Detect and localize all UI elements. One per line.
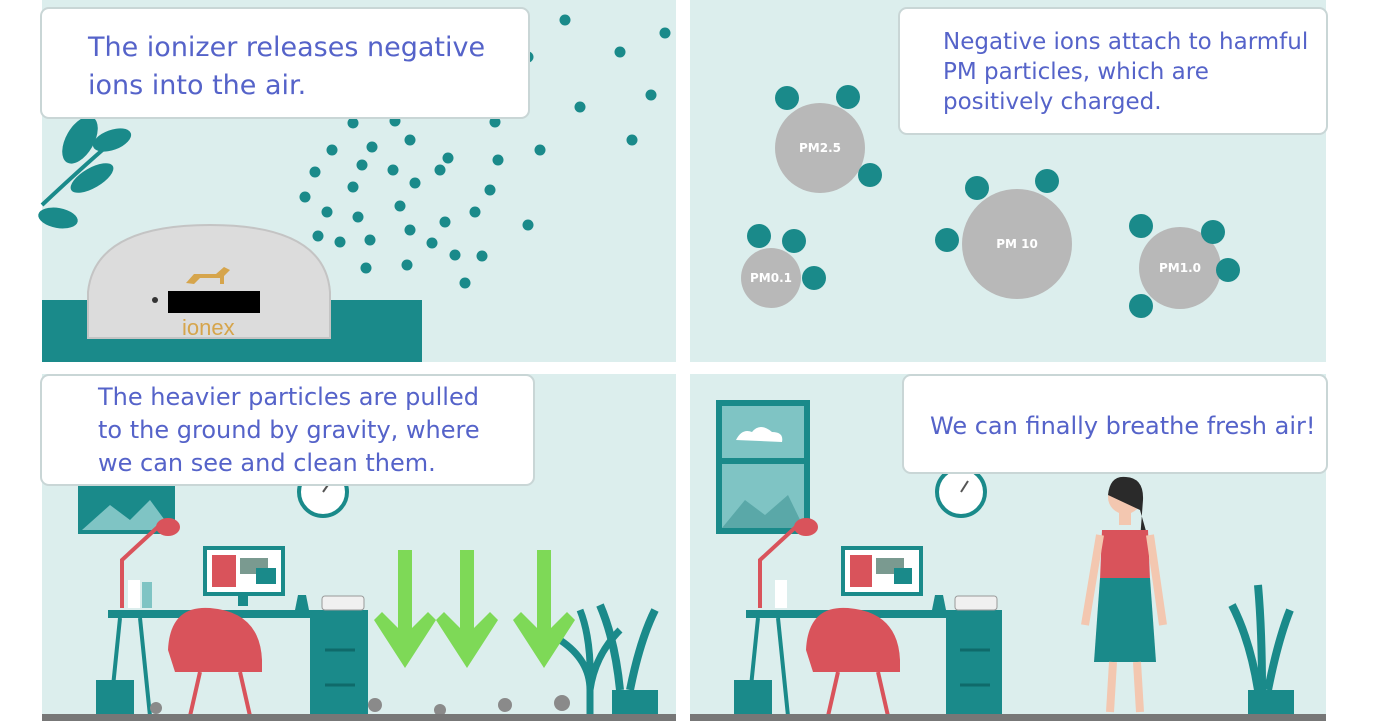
ionizer-device: ionex xyxy=(87,223,331,340)
ion-dot xyxy=(476,250,488,262)
ion-dot xyxy=(347,117,359,129)
ion-dot xyxy=(534,144,546,156)
ion-dot xyxy=(299,191,311,203)
plant-icon-2 xyxy=(1228,584,1294,691)
caption-line: Negative ions attach to harmful xyxy=(943,29,1309,55)
ion-dot xyxy=(366,141,378,153)
office-scene-left xyxy=(78,466,659,717)
ion-dot xyxy=(364,234,376,246)
floor xyxy=(42,714,676,721)
pm1-label: PM1.0 xyxy=(1159,261,1201,275)
ion-dot xyxy=(484,184,496,196)
brand-label: ionex xyxy=(182,315,235,340)
ion-dot xyxy=(326,144,338,156)
ion-dot xyxy=(492,154,504,166)
ion-dot xyxy=(559,14,571,26)
pm-particles: PM2.5 PM 10 PM0.1 PM1.0 xyxy=(741,85,1240,318)
floor-2 xyxy=(690,714,1326,721)
caption-line: The ionizer releases negative xyxy=(88,32,486,63)
ion-dot xyxy=(312,230,324,242)
ion-dot xyxy=(659,27,671,39)
caption-gravity: The heavier particles are pulled to the … xyxy=(40,374,535,486)
particle-pm25: PM2.5 xyxy=(775,85,882,193)
ion-dot xyxy=(645,89,657,101)
caption-line: The heavier particles are pulled xyxy=(98,383,479,411)
caption-line: PM particles, which are xyxy=(943,59,1209,85)
gravity-arrows xyxy=(374,550,575,668)
caption-line: We can finally breathe fresh air! xyxy=(930,412,1316,440)
pm10-label: PM 10 xyxy=(996,237,1038,251)
ion-dot xyxy=(404,224,416,236)
caption-line: positively charged. xyxy=(943,89,1162,115)
ion-dot xyxy=(439,216,451,228)
ion-dot xyxy=(334,236,346,248)
particle-pm01: PM0.1 xyxy=(741,224,826,308)
ion-dot xyxy=(489,116,501,128)
ion-dot xyxy=(404,134,416,146)
ion-dot xyxy=(614,46,626,58)
ion-dot xyxy=(449,249,461,261)
particle-pm10: PM 10 xyxy=(935,169,1072,299)
caption-line: to the ground by gravity, where xyxy=(98,416,480,444)
office-scene-right xyxy=(716,400,1294,717)
caption-ionizer: The ionizer releases negative ions into … xyxy=(40,7,530,119)
caption-line: ions into the air. xyxy=(88,70,307,101)
pm01-label: PM0.1 xyxy=(750,271,792,285)
woman-figure xyxy=(1081,476,1167,713)
ion-dot xyxy=(434,164,446,176)
ion-dot xyxy=(626,134,638,146)
ion-dot xyxy=(409,177,421,189)
ion-dot xyxy=(469,206,481,218)
desk-lamp-icon xyxy=(120,523,162,608)
caption-attach: Negative ions attach to harmful PM parti… xyxy=(898,7,1328,135)
ion-dot xyxy=(394,200,406,212)
ion-dot xyxy=(309,166,321,178)
caption-fresh-air: We can finally breathe fresh air! xyxy=(902,374,1328,474)
leaf-branch-icon xyxy=(38,116,132,229)
cloud-icon xyxy=(736,427,783,442)
tiger-logo-icon xyxy=(186,267,230,284)
pm25-label: PM2.5 xyxy=(799,141,841,155)
ion-dot xyxy=(352,211,364,223)
ion-dot xyxy=(360,262,372,274)
settled-particles xyxy=(150,695,570,716)
ion-dot xyxy=(387,164,399,176)
ion-dot xyxy=(442,152,454,164)
ion-dot xyxy=(347,181,359,193)
ion-dot xyxy=(426,237,438,249)
chair-icon xyxy=(168,607,262,672)
ion-dot xyxy=(321,206,333,218)
ion-dot xyxy=(356,159,368,171)
caption-line: we can see and clean them. xyxy=(98,449,436,477)
ion-dot xyxy=(459,277,471,289)
ion-dot xyxy=(522,219,534,231)
ion-dot xyxy=(401,259,413,271)
plant-icon xyxy=(557,608,623,716)
ion-dot xyxy=(574,101,586,113)
particle-pm10-small: PM1.0 xyxy=(1129,214,1240,318)
